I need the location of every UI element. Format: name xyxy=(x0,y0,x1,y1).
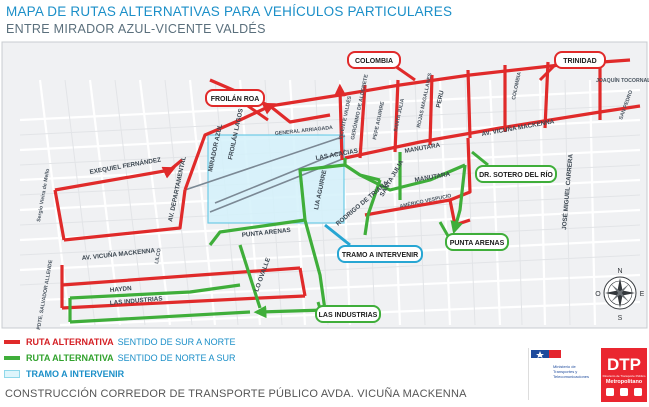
green-route-acacias xyxy=(343,158,381,182)
gov-logo: Ministerio de Transportes y Telecomunica… xyxy=(528,348,595,400)
legend-tramo: TRAMO A INTERVENIR xyxy=(4,366,236,382)
callout-sotero-del-rio-label: DR. SOTERO DEL RÍO xyxy=(479,170,553,179)
red-route-departamental xyxy=(63,189,187,242)
dtp-logo-sub1: Directorio de Transporte Público xyxy=(603,374,646,378)
dtp-logo-text: DTP xyxy=(607,355,641,374)
dtp-logo-svg: DTP Directorio de Transporte Público Met… xyxy=(603,355,646,396)
street-lilco: LILCO xyxy=(154,248,163,264)
green-route-punta-arenas-w xyxy=(208,218,306,246)
callout-trinidad-label: TRINIDAD xyxy=(563,58,596,65)
callout-froilan-roa: FROILÁN ROA xyxy=(205,89,269,122)
callout-las-industrias: LAS INDUSTRIAS xyxy=(315,301,381,323)
red-route-connector xyxy=(269,104,331,124)
red-route-peru xyxy=(466,69,472,139)
callout-tramo: TRAMO A INTERVENIR xyxy=(324,223,423,263)
callout-punta-arenas-label: PUNTA ARENAS xyxy=(450,240,505,247)
gov-logo-svg: Ministerio de Transportes y Telecomunica… xyxy=(531,350,589,379)
intervention-zone xyxy=(207,134,345,224)
red-route-pepe xyxy=(393,79,400,153)
compass-e-label: E xyxy=(640,291,645,298)
green-route-lo-ovalle xyxy=(253,219,327,319)
compass-n-label: N xyxy=(617,268,622,275)
street-las-industrias: LAS INDUSTRIAS xyxy=(110,295,163,307)
callout-tramo-label: TRAMO A INTERVENIR xyxy=(342,252,418,259)
legend-tramo-label: TRAMO A INTERVENIR xyxy=(26,369,125,379)
red-route-vicente-valdes xyxy=(333,83,347,161)
red-route-froilan-lagos xyxy=(183,102,276,191)
compass-o-label: O xyxy=(595,291,601,298)
route-map-svg: EXEQUIEL FERNÁNDEZ AV. DEPARTAMENTAL MIR… xyxy=(1,41,649,330)
green-route-haydn xyxy=(69,283,241,300)
dtp-logo: DTP Directorio de Transporte Público Met… xyxy=(601,348,647,402)
green-route-las-industrias xyxy=(69,310,251,324)
street-joaquin: JOAQUÍN TOCORNAL xyxy=(596,76,649,84)
green-route-lia-aguirre xyxy=(298,163,346,221)
map-legend: RUTA ALTERNATIVA SENTIDO DE SUR A NORTE … xyxy=(4,334,236,382)
callout-colombia: COLOMBIA xyxy=(347,51,416,82)
legend-red-rest: SENTIDO DE SUR A NORTE xyxy=(117,337,236,347)
legend-green-strong: RUTA ALTERNATIVA xyxy=(26,353,114,363)
map-subtitle: ENTRE MIRADOR AZUL-VICENTE VALDÉS xyxy=(6,22,266,36)
gov-line-2: Transportes y xyxy=(553,369,577,374)
gov-line-1: Ministerio de xyxy=(553,364,576,369)
callout-colombia-label: COLOMBIA xyxy=(355,58,393,65)
red-route-lo-ovalle-link xyxy=(298,267,307,297)
compass-rose: N S E O xyxy=(595,268,644,322)
green-route-santa-julia xyxy=(363,179,382,236)
legend-tramo-swatch xyxy=(4,370,20,378)
green-route-manutara xyxy=(359,163,466,192)
red-route-vicuna-east xyxy=(344,104,641,160)
green-route-lo-ovalle-s xyxy=(238,244,262,309)
red-route-west-drop xyxy=(53,189,66,241)
legend-red-swatch xyxy=(4,340,20,344)
dtp-logo-sub2: Metropolitano xyxy=(606,379,643,385)
footer-caption: CONSTRUCCIÓN CORREDOR DE TRANSPORTE PÚBL… xyxy=(5,388,467,400)
gov-line-3: Telecomunicaciones xyxy=(553,374,589,379)
legend-green: RUTA ALTERNATIVA SENTIDO DE NORTE A SUR xyxy=(4,350,236,366)
callout-trinidad: TRINIDAD xyxy=(538,51,606,82)
legend-red-strong: RUTA ALTERNATIVA xyxy=(26,337,114,347)
compass-s-label: S xyxy=(618,315,623,322)
green-route-sotero xyxy=(450,164,467,235)
map-title: MAPA DE RUTAS ALTERNATIVAS PARA VEHÍCULO… xyxy=(6,4,453,19)
red-route-exequiel xyxy=(54,158,184,192)
callout-froilan-roa-label: FROILÁN ROA xyxy=(211,94,260,103)
red-route-las-industrias xyxy=(61,294,306,310)
legend-green-rest: SENTIDO DE NORTE A SUR xyxy=(117,353,236,363)
street-haydn: HAYDN xyxy=(110,285,133,294)
callout-sotero-del-rio: DR. SOTERO DEL RÍO xyxy=(471,150,557,183)
red-route-haydn xyxy=(61,266,301,287)
green-routes xyxy=(68,152,467,324)
callout-punta-arenas: PUNTA ARENAS xyxy=(438,221,509,251)
route-map: EXEQUIEL FERNÁNDEZ AV. DEPARTAMENTAL MIR… xyxy=(0,40,649,330)
red-route-rojas xyxy=(428,74,434,146)
street-peru: PERU xyxy=(435,89,446,108)
legend-green-swatch xyxy=(4,356,20,360)
callout-las-industrias-label: LAS INDUSTRIAS xyxy=(319,312,378,319)
street-colombia: COLOMBIA xyxy=(511,71,523,100)
legend-red: RUTA ALTERNATIVA SENTIDO DE SUR A NORTE xyxy=(4,334,236,350)
red-route-geronimo xyxy=(358,84,367,159)
